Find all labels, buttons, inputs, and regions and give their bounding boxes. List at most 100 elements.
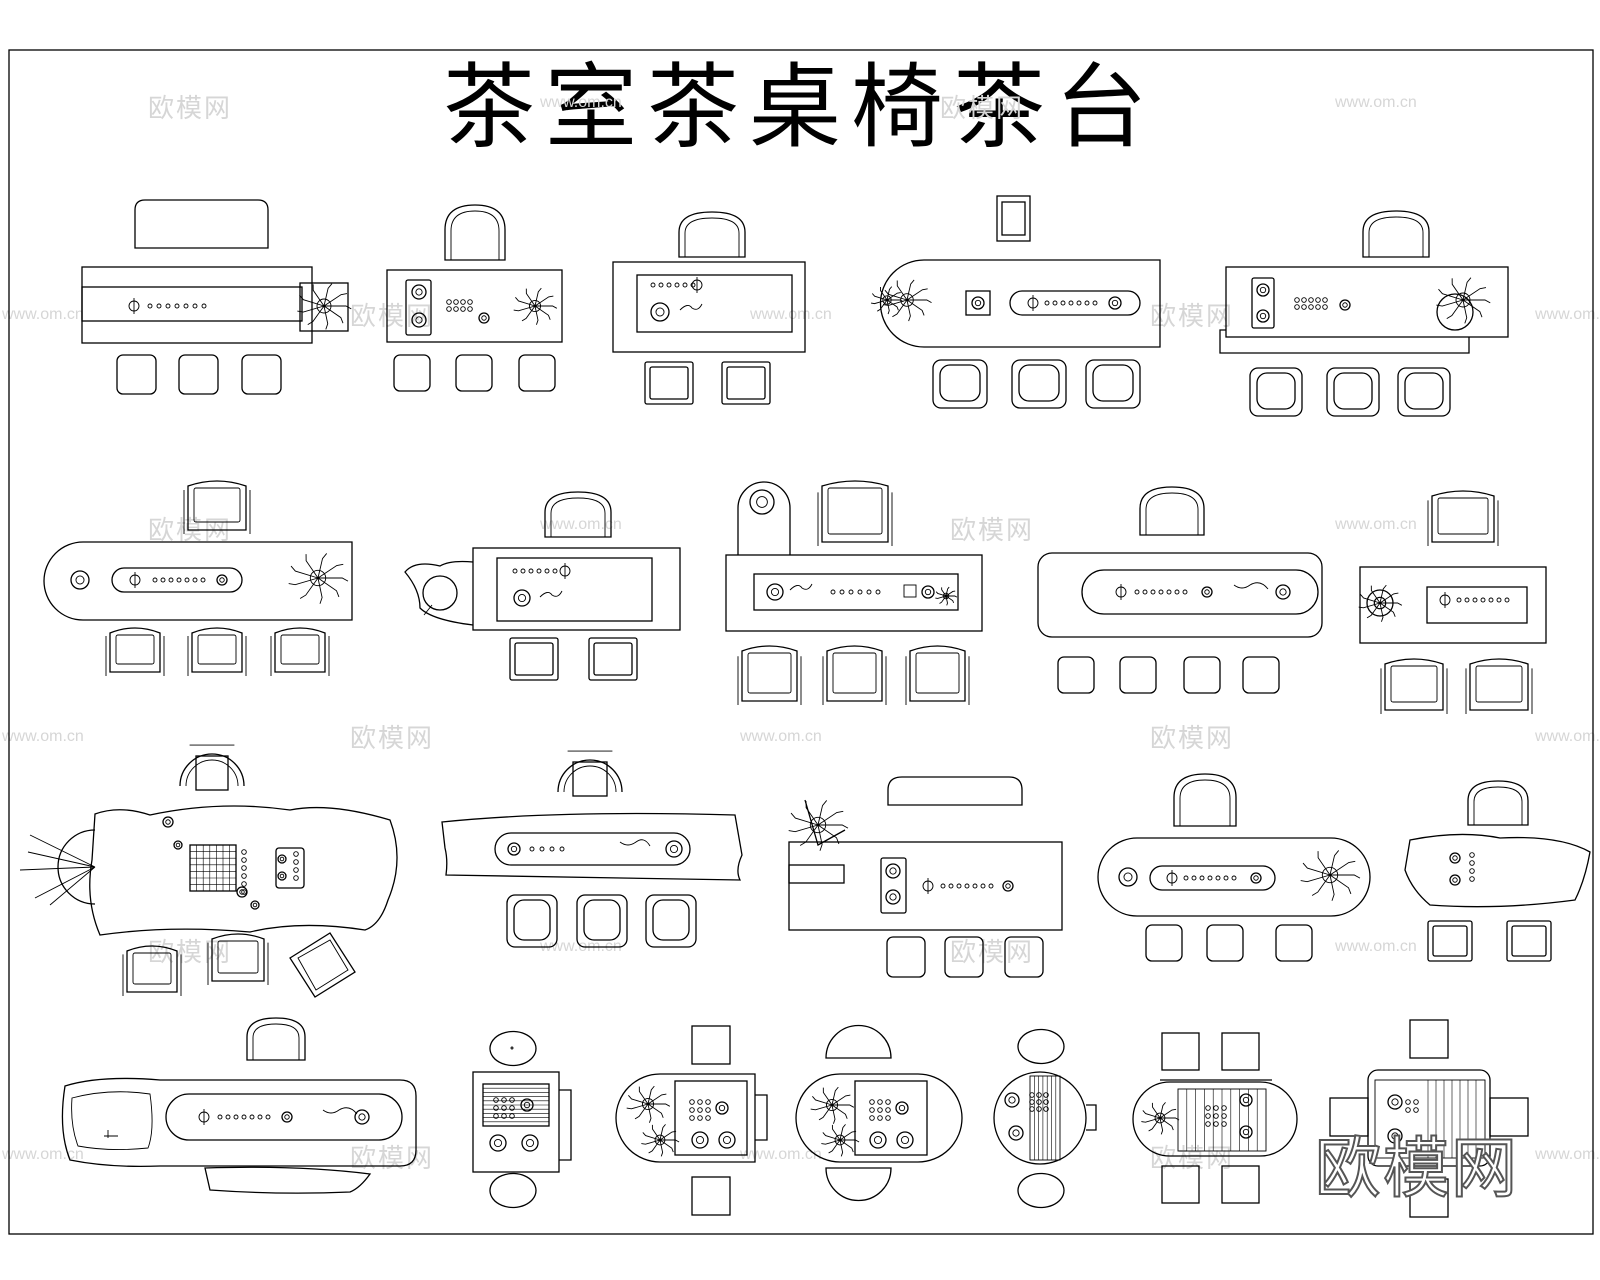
armchair bbox=[1384, 658, 1444, 711]
tea-tray bbox=[1081, 569, 1319, 615]
tea-set-20 bbox=[993, 1028, 1097, 1209]
tea-cup bbox=[869, 1107, 875, 1113]
teapot bbox=[889, 867, 897, 875]
plant bbox=[1300, 850, 1361, 901]
teapot bbox=[971, 296, 985, 310]
stool bbox=[1427, 920, 1473, 962]
tea-cup bbox=[501, 1097, 507, 1103]
plant-pot bbox=[309, 569, 327, 587]
chair bbox=[1368, 216, 1424, 257]
stool bbox=[1017, 1028, 1065, 1065]
plant bbox=[297, 283, 352, 330]
plant-pot bbox=[1321, 866, 1339, 884]
teapot bbox=[415, 316, 423, 324]
teapot bbox=[239, 889, 245, 895]
tea-set-18 bbox=[615, 1025, 768, 1216]
tea-cup bbox=[885, 1099, 891, 1105]
tea-cup bbox=[1060, 300, 1066, 306]
tea-cup bbox=[689, 1115, 695, 1121]
sofa-back bbox=[887, 776, 1023, 806]
side-board bbox=[1086, 1104, 1097, 1131]
plant bbox=[810, 1086, 855, 1124]
tea-table bbox=[1359, 566, 1547, 644]
armchair bbox=[1256, 372, 1296, 410]
tea-cup bbox=[217, 1114, 223, 1120]
teapot bbox=[1391, 1098, 1399, 1106]
tea-cup bbox=[1182, 589, 1188, 595]
stool bbox=[1409, 1019, 1449, 1059]
chair bbox=[1473, 786, 1523, 825]
stool bbox=[514, 642, 554, 676]
tea-cup bbox=[1166, 589, 1172, 595]
plant-pot bbox=[1154, 1112, 1166, 1124]
tea-cup bbox=[453, 306, 459, 312]
teapot bbox=[655, 307, 665, 317]
stool bbox=[593, 642, 633, 676]
teapot bbox=[1256, 283, 1270, 297]
teapot bbox=[517, 593, 527, 603]
teapot bbox=[279, 856, 285, 862]
tea-table bbox=[1037, 552, 1323, 638]
armchair bbox=[1326, 367, 1380, 417]
tea-table bbox=[993, 1071, 1087, 1165]
side-board bbox=[755, 1094, 768, 1141]
teapot bbox=[898, 1104, 906, 1112]
tea-cup bbox=[509, 1105, 515, 1111]
tea-set-14 bbox=[1097, 773, 1371, 962]
tea-cup bbox=[689, 1107, 695, 1113]
chair bbox=[996, 195, 1031, 242]
tea-set-21 bbox=[1132, 1032, 1298, 1204]
chair bbox=[563, 765, 617, 793]
teapot bbox=[1005, 883, 1011, 889]
kettle-stand bbox=[1251, 277, 1275, 329]
tea-cup bbox=[453, 299, 459, 305]
tea-table bbox=[788, 841, 1063, 931]
stool bbox=[691, 1176, 731, 1216]
tea-cup bbox=[1174, 589, 1180, 595]
armchair bbox=[193, 487, 241, 523]
stool bbox=[1242, 656, 1280, 694]
chair bbox=[1173, 773, 1237, 827]
armchair bbox=[1475, 665, 1523, 703]
tea-cup bbox=[697, 1099, 703, 1105]
teapot bbox=[756, 496, 768, 508]
tea-cup bbox=[875, 589, 881, 595]
tea-cup bbox=[1223, 875, 1229, 881]
teapot bbox=[665, 840, 683, 858]
teapot bbox=[669, 844, 679, 854]
armchair bbox=[132, 952, 172, 985]
armchair bbox=[583, 899, 621, 941]
side-table bbox=[737, 481, 791, 555]
tea-table bbox=[612, 261, 806, 353]
tea-cup bbox=[1084, 300, 1090, 306]
tea-cup bbox=[1294, 297, 1300, 303]
teapot bbox=[1391, 1132, 1399, 1140]
tea-cup bbox=[1488, 597, 1494, 603]
armchair bbox=[932, 359, 988, 409]
armchair bbox=[183, 490, 251, 534]
teapot bbox=[513, 589, 531, 607]
tea-cup bbox=[1043, 1092, 1049, 1098]
tea-cup bbox=[544, 568, 550, 574]
tea-cup bbox=[1029, 1099, 1035, 1105]
armchair bbox=[274, 627, 326, 673]
tea-cup bbox=[501, 1105, 507, 1111]
tea-tray bbox=[854, 1080, 928, 1156]
tea-cup bbox=[293, 867, 299, 873]
stool bbox=[393, 354, 431, 392]
plant-pot bbox=[1455, 292, 1471, 308]
tea-cup bbox=[1213, 1113, 1219, 1119]
side-board bbox=[788, 864, 845, 884]
chair bbox=[1179, 779, 1231, 826]
teapot bbox=[478, 312, 490, 324]
tea-cup bbox=[183, 303, 189, 309]
armchair bbox=[280, 634, 320, 665]
stool bbox=[1004, 936, 1044, 978]
plant-pot bbox=[809, 816, 827, 834]
teapot bbox=[1256, 309, 1270, 323]
armchair bbox=[297, 939, 349, 991]
armchair bbox=[737, 656, 802, 705]
stool bbox=[726, 366, 766, 400]
watermark-logo: 欧模网 bbox=[1314, 1129, 1519, 1208]
tea-cup bbox=[1469, 876, 1475, 882]
